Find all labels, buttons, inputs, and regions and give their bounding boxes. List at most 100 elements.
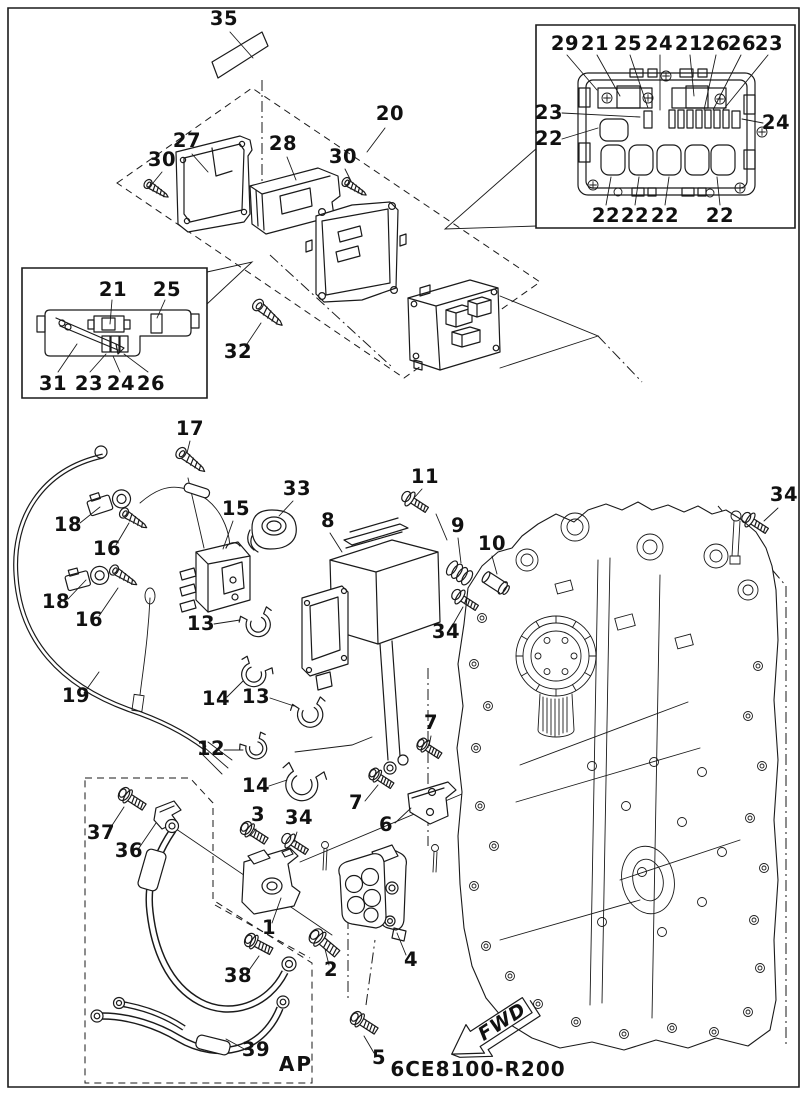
callout-9: 9 [451,514,465,537]
part-4-bracket [339,845,407,941]
callout-25-holder: 25 [153,278,181,301]
callout-28: 28 [269,132,297,155]
inset-fuse-holder-box [22,268,207,398]
screw-30-right [339,175,370,200]
bolt-7a [413,735,445,763]
part-relay-ecu [408,280,500,370]
callout-12: 12 [197,737,225,760]
callout-21: 21 [581,32,609,55]
callout-31: 31 [39,372,67,395]
inset-fuse-cover-box [536,25,795,228]
callout-32: 32 [224,340,252,363]
callout-29: 29 [551,32,579,55]
callout-11: 11 [411,465,439,488]
drawing-code: 6CE8100-R200 [390,1057,565,1081]
callout-20: 20 [376,102,404,125]
middle-parts [16,444,772,824]
part-6-bracket [408,782,456,824]
callout-22-b3: 22 [651,204,679,227]
callout-26-holder: 26 [137,372,165,395]
part-15-holder [180,542,250,612]
bolt-2 [305,924,344,962]
callout-21-holder: 21 [99,278,127,301]
callout-18a: 18 [54,513,82,536]
callout-19: 19 [62,684,90,707]
screw-16a [117,505,151,533]
bolt-5 [347,1008,381,1039]
callout-36: 36 [115,839,143,862]
bolt-37 [115,784,149,815]
part-fusebox-cover [306,202,406,302]
callout-24: 24 [645,32,673,55]
callout-34b: 34 [770,483,798,506]
callout-33: 33 [283,477,311,500]
inset-fuse-holder-leaders [58,300,165,372]
bolt-7b [365,765,397,793]
callout-38: 38 [224,964,252,987]
callout-13b: 13 [242,685,270,708]
lead-wire [140,487,230,556]
callout-6: 6 [379,813,393,836]
page-border [8,8,799,1087]
callout-34c: 34 [285,806,313,829]
inset-fuse-cover-leaders [562,55,768,205]
callout-30a: 30 [148,148,176,171]
callout-7a: 7 [424,711,438,734]
callout-4: 4 [404,948,418,971]
callout-23-left: 23 [535,101,563,124]
part-13b-clamp [288,695,332,733]
callout-22-b2: 22 [621,204,649,227]
callout-37: 37 [87,821,115,844]
callout-24-right: 24 [762,111,790,134]
ap-label: AP [279,1052,313,1076]
callout-23-holder: 23 [75,372,103,395]
part-19-cable [16,446,232,774]
screw-32 [249,296,287,331]
wire-clamp-34 [730,511,741,564]
screw-16b [107,562,141,590]
part-14b-clamp [275,760,330,807]
wire-sleeve [183,482,211,499]
cotter-pins [322,842,439,873]
part-12-clamp [236,730,275,766]
callout-2: 2 [324,958,338,981]
callout-21b: 21 [675,32,703,55]
top-left-parts [141,32,500,370]
part-18a-terminal [85,484,133,518]
callout-14a: 14 [202,687,230,710]
callout-23: 23 [755,32,783,55]
part-9-spring [444,559,475,587]
callout-13a: 13 [187,612,215,635]
callout-17: 17 [176,417,204,440]
screw-17 [173,444,209,477]
inset-fuse-holder-labels: 21 25 31 23 24 26 [39,278,181,395]
inset-fuse-cover: 29 21 25 24 21 26 26 23 23 22 24 22 22 2… [535,25,795,228]
callout-3: 3 [251,803,265,826]
part-35-label [212,32,268,78]
bottom-parts [91,784,439,1056]
callout-30b: 30 [329,145,357,168]
callout-1: 1 [262,916,276,939]
callout-18b: 18 [42,590,70,613]
callout-labels: 35 20 27 28 30 30 32 17 18 16 18 16 15 3… [42,7,798,1069]
part-27-bracket [176,136,252,232]
engine-bolt-holes [470,614,769,1039]
callout-25: 25 [614,32,642,55]
callout-15: 15 [222,497,250,520]
part-8-ecu-bracket [302,518,440,774]
callout-26b: 26 [728,32,756,55]
callout-22-b1: 22 [592,204,620,227]
part-13a-clamp [236,605,280,643]
callout-35: 35 [210,7,238,30]
callout-34a: 34 [432,620,460,643]
callout-39: 39 [242,1038,270,1061]
part-10-collar [480,570,512,597]
inset-fuse-holder: 21 25 31 23 24 26 [22,268,207,398]
screw-11 [397,487,432,518]
inset-fuse-cover-labels: 29 21 25 24 21 26 26 23 23 22 24 22 22 2… [535,32,790,227]
callout-27: 27 [173,129,201,152]
leader-lines [68,32,778,1053]
callout-5: 5 [372,1046,386,1069]
